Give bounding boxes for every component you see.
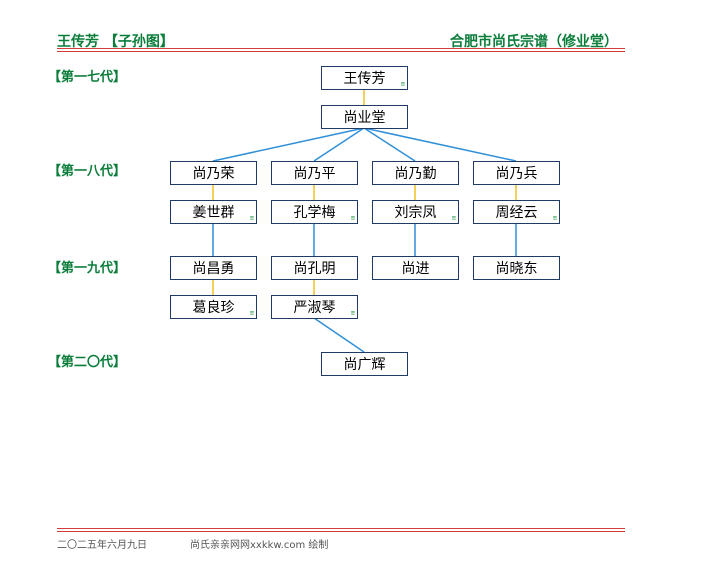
person-node[interactable]: 尚乃荣 — [170, 161, 257, 185]
person-name: 孔学梅 — [293, 205, 336, 221]
person-name: 尚孔明 — [293, 261, 336, 277]
person-node[interactable]: 刘宗凤 ≡ — [372, 200, 459, 224]
person-name: 尚乃兵 — [495, 166, 538, 182]
spouse-mark-icon: ≡ — [249, 214, 254, 222]
header-rule-bottom — [57, 51, 625, 52]
generation-label-20: 【第二〇代】 — [48, 355, 127, 370]
person-node[interactable]: 尚昌勇 — [170, 256, 257, 280]
person-node[interactable]: 尚孔明 — [271, 256, 358, 280]
footer-rule-bottom — [57, 531, 625, 532]
person-node[interactable]: 尚进 — [372, 256, 459, 280]
header-left-title: 王传芳 【子孙图】 — [57, 34, 174, 50]
footer-rule-top — [57, 528, 625, 529]
person-node[interactable]: 尚乃兵 — [473, 161, 560, 185]
person-name: 尚乃勤 — [394, 166, 437, 182]
person-name: 王传芳 — [343, 71, 386, 87]
spouse-mark-icon: ≡ — [249, 309, 254, 317]
descent-link — [313, 317, 365, 353]
footer-site-credit: 尚氏亲亲网网xxkkw.com 绘制 — [190, 540, 329, 551]
person-node[interactable]: 尚晓东 — [473, 256, 560, 280]
footer-date: 二〇二五年六月九日 — [57, 540, 147, 551]
descent-link — [363, 127, 517, 162]
person-name: 姜世群 — [192, 205, 235, 221]
generation-label-18: 【第一八代】 — [48, 164, 127, 179]
person-name: 严淑琴 — [293, 300, 336, 316]
person-name: 尚进 — [401, 261, 430, 277]
header-rule-top — [57, 48, 625, 49]
person-name: 尚业堂 — [343, 110, 386, 126]
person-node[interactable]: 葛良珍 ≡ — [170, 295, 257, 319]
spouse-mark-icon: ≡ — [552, 214, 557, 222]
person-name: 尚昌勇 — [192, 261, 235, 277]
person-name: 尚广辉 — [343, 357, 386, 373]
person-name: 周经云 — [495, 205, 538, 221]
spouse-mark-icon: ≡ — [400, 80, 405, 88]
person-node[interactable]: 尚乃平 — [271, 161, 358, 185]
person-node[interactable]: 王传芳 ≡ — [321, 66, 408, 90]
person-node[interactable]: 孔学梅 ≡ — [271, 200, 358, 224]
spouse-mark-icon: ≡ — [350, 214, 355, 222]
spouse-mark-icon: ≡ — [451, 214, 456, 222]
descent-link — [313, 127, 365, 162]
generation-label-17: 【第一七代】 — [48, 70, 127, 85]
person-name: 葛良珍 — [192, 300, 235, 316]
person-node[interactable]: 尚业堂 — [321, 105, 408, 129]
person-node[interactable]: 周经云 ≡ — [473, 200, 560, 224]
person-node[interactable]: 姜世群 ≡ — [170, 200, 257, 224]
person-name: 尚乃平 — [293, 166, 336, 182]
person-node[interactable]: 尚广辉 — [321, 352, 408, 376]
person-name: 尚晓东 — [495, 261, 538, 277]
person-name: 刘宗凤 — [394, 205, 437, 221]
generation-label-19: 【第一九代】 — [48, 261, 127, 276]
descent-link — [363, 127, 416, 162]
person-node[interactable]: 尚乃勤 — [372, 161, 459, 185]
person-node[interactable]: 严淑琴 ≡ — [271, 295, 358, 319]
spouse-mark-icon: ≡ — [350, 309, 355, 317]
descent-link — [212, 127, 365, 162]
person-name: 尚乃荣 — [192, 166, 235, 182]
header-right-title: 合肥市尚氏宗谱（修业堂） — [450, 34, 618, 50]
